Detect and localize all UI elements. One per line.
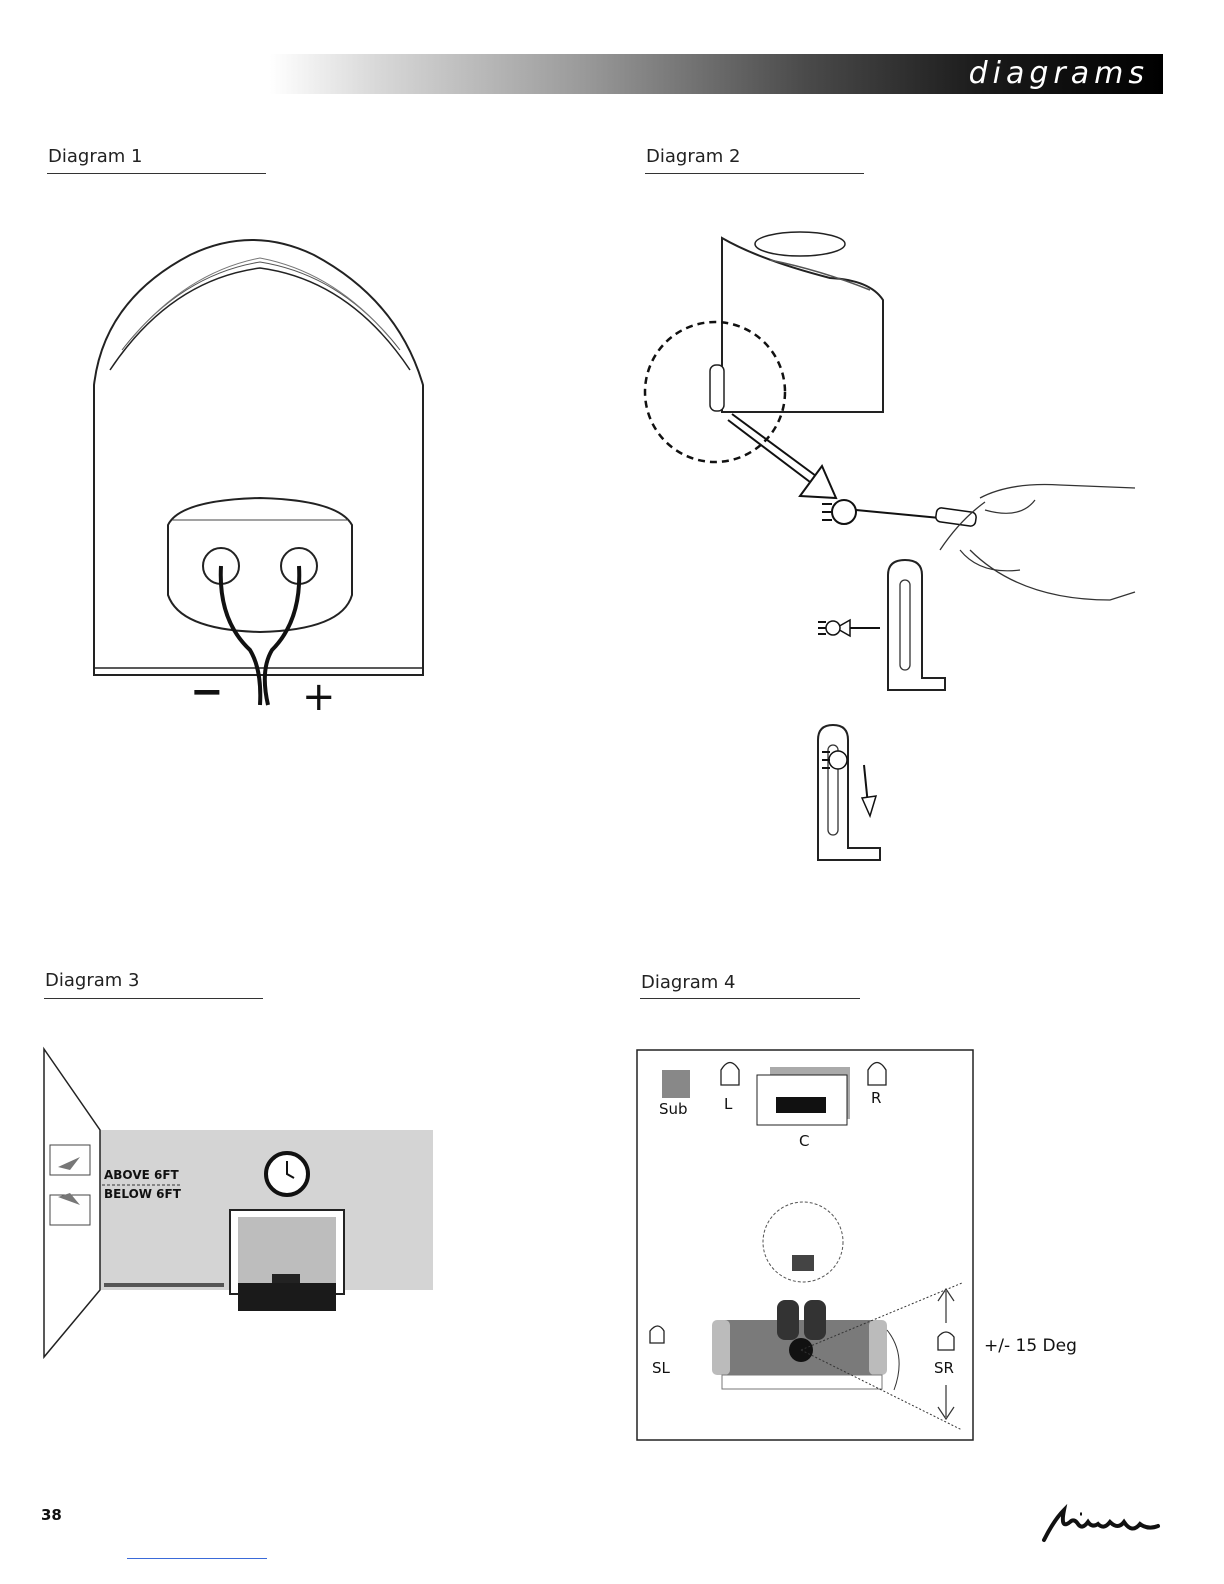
diagram-4-rule xyxy=(640,998,860,999)
section-title: diagrams xyxy=(969,54,1149,94)
plus-sign: + xyxy=(302,674,336,720)
diagram-1-label: Diagram 1 xyxy=(48,146,142,167)
surround-left-label: SL xyxy=(652,1359,671,1377)
diagram-3-rule xyxy=(44,998,263,999)
below-6ft-label: BELOW 6FT xyxy=(104,1187,182,1201)
angle-label: +/- 15 Deg xyxy=(984,1336,1077,1356)
diagram-4-label: Diagram 4 xyxy=(641,972,735,993)
left-speaker-label: L xyxy=(724,1095,733,1113)
diagram-2-rule xyxy=(645,173,864,174)
diagram-2-label: Diagram 2 xyxy=(646,146,740,167)
brand-logo xyxy=(1040,1500,1170,1550)
diagram-3-label: Diagram 3 xyxy=(45,970,139,991)
diagram-2-bracket-mounting xyxy=(640,220,1150,870)
diagram-3-room-elevation: ABOVE 6FT BELOW 6FT xyxy=(40,1045,440,1365)
footer-link-line xyxy=(127,1558,267,1559)
right-speaker-label: R xyxy=(871,1089,881,1107)
page-number: 38 xyxy=(41,1506,62,1524)
surround-right-label: SR xyxy=(934,1359,954,1377)
header-bar: diagrams xyxy=(270,54,1163,94)
diagram-1-rule xyxy=(47,173,266,174)
sub-label: Sub xyxy=(659,1100,688,1118)
center-speaker-label: C xyxy=(799,1132,809,1150)
minus-sign: − xyxy=(190,669,224,715)
above-6ft-label: ABOVE 6FT xyxy=(104,1168,180,1182)
diagram-1-speaker-back: − + xyxy=(80,220,440,720)
diagram-4-room-layout: Sub L R C SL SR +/- 15 Deg xyxy=(632,1045,1072,1455)
